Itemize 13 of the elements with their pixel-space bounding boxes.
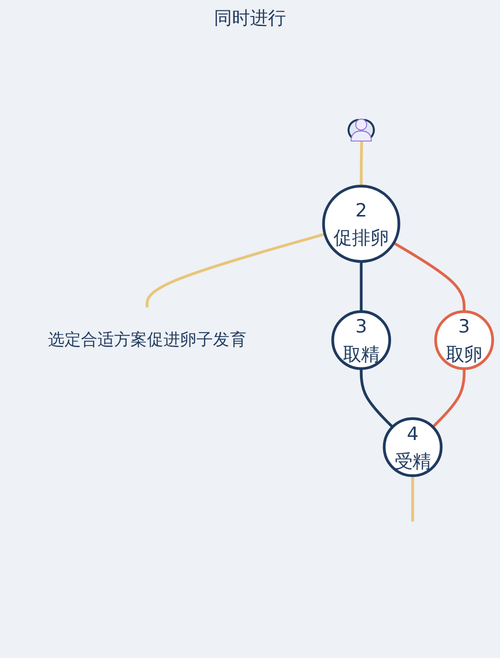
node-text: 选定合适方案促进卵子发育 — [48, 330, 246, 350]
node-circle: 4 受精 — [382, 417, 443, 478]
node-circle: 3 取精 — [331, 310, 392, 370]
connector — [360, 368, 394, 428]
note-text: 同时进行 — [214, 7, 286, 30]
node-circle: 2 促排卵 — [322, 184, 400, 263]
connector — [146, 232, 326, 308]
connector — [360, 140, 364, 186]
connector — [432, 368, 466, 428]
connector — [411, 476, 414, 522]
connector — [360, 262, 363, 312]
node-circle: 3 取卵 — [434, 310, 494, 370]
connector — [392, 242, 466, 312]
